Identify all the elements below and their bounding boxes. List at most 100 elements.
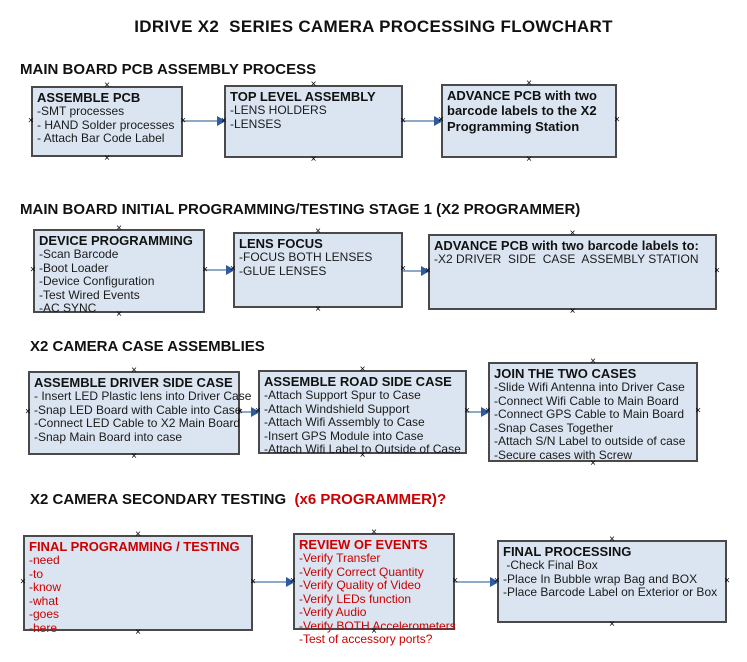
connector-handle-icon [526,81,532,87]
connector-handle-icon [230,266,236,272]
connector-arrow [455,577,499,587]
box-items: -LENS HOLDERS-LENSES [230,104,397,131]
connector-handle-icon [590,359,596,365]
section-heading-secondary-testing: X2 CAMERA SECONDARY TESTING (x6 PROGRAMM… [30,491,446,508]
box-item: -what [29,593,59,608]
connector-handle-icon [570,231,576,237]
connector-handle-icon [20,579,26,585]
box-item: -Attach Support Spur to Case [264,388,421,403]
box-item: -Verify Quality of Video [299,578,421,593]
flow-box-advance-pcb-driver-side-station: ADVANCE PCB with two barcode labels to: … [428,234,717,310]
box-items: -X2 DRIVER SIDE CASE ASSEMBLY STATION [434,253,711,267]
connector-handle-icon [255,408,261,414]
connector-handle-icon [609,537,615,543]
box-item: -GLUE LENSES [239,263,327,278]
box-item: -AC SYNC [39,301,97,316]
box-items: -need-to-know-what-goes-here [29,554,247,635]
connector-handle-icon [250,579,256,585]
box-title: ADVANCE PCB with two barcode labels to: [434,238,699,253]
section-heading-text: MAIN BOARD INITIAL PROGRAMMING/TESTING S… [20,201,581,218]
box-item: -Insert GPS Module into Case [264,428,424,443]
box-items: -Attach Support Spur to Case-Attach Wind… [264,389,461,457]
connector-handle-icon [315,229,321,235]
box-item: -Place In Bubble wrap Bag and BOX [503,571,698,586]
connector-handle-icon [360,367,366,373]
flow-box-join-the-two-cases: JOIN THE TWO CASES -Slide Wifi Antenna i… [488,362,698,462]
box-title: FINAL PROGRAMMING / TESTING [29,539,240,554]
connector-handle-icon [609,622,615,628]
page-title: IDRIVE X2 SERIES CAMERA PROCESSING FLOWC… [134,17,613,36]
connector-handle-icon [371,629,377,635]
connector-handle-icon [131,368,137,374]
box-item: -FOCUS BOTH LENSES [239,250,373,265]
box-item: -know [29,580,62,595]
connector-handle-icon [135,630,141,636]
box-title: REVIEW OF EVENTS [299,537,428,552]
section-heading-text: X2 CAMERA SECONDARY TESTING [30,491,295,508]
box-item: -LENSES [230,116,282,131]
box-item: -Attach Windshield Support [264,401,410,416]
flow-box-assemble-pcb: ASSEMBLE PCB -SMT processes- HAND Solder… [31,86,183,157]
box-item: -Verify Correct Quantity [299,564,424,579]
connector-handle-icon [311,82,317,88]
box-item: -Connect GPS Cable to Main Board [494,407,685,422]
section-heading-pcb-assembly: MAIN BOARD PCB ASSEMBLY PROCESS [20,61,316,78]
connector-handle-icon [180,118,186,124]
box-item: -Snap LED Board with Cable into Case [34,402,242,417]
flow-box-final-processing: FINAL PROCESSING -Check Final Box-Place … [497,540,727,623]
connector-handle-icon [425,268,431,274]
box-title: DEVICE PROGRAMMING [39,233,193,248]
connector-handle-icon [28,118,34,124]
flow-box-assemble-road-side-case: ASSEMBLE ROAD SIDE CASE -Attach Support … [255,367,470,457]
connector-handle-icon [485,408,491,414]
flow-box-final-programming-testing: FINAL PROGRAMMING / TESTING -need-to-kno… [20,535,256,634]
connector-handle-icon [290,578,296,584]
box-item: -Test of accessory ports? [299,632,433,647]
connector-handle-icon [494,578,500,584]
connector-handle-icon [714,268,720,274]
section-heading-text: X2 CAMERA CASE ASSEMBLIES [30,338,265,355]
box-items: -Scan Barcode-Boot Loader-Device Configu… [39,248,199,316]
connector-handle-icon [131,454,137,460]
box-items: -Verify Transfer-Verify Correct Quantity… [299,552,456,647]
box-item: -Connect LED Cable to X2 Main Board [34,416,241,431]
flow-box-top-level-assembly: TOP LEVEL ASSEMBLY -LENS HOLDERS-LENSES [224,85,403,158]
box-item: -X2 DRIVER SIDE CASE ASSEMBLY STATION [434,252,699,267]
box-item: -Scan Barcode [39,247,119,262]
box-item: -Boot Loader [39,260,109,275]
box-title: ASSEMBLE DRIVER SIDE CASE [34,375,233,390]
box-title: ASSEMBLE ROAD SIDE CASE [264,374,452,389]
connector-handle-icon [452,578,458,584]
connector-handle-icon [464,408,470,414]
section-heading-red-text: (x6 PROGRAMMER)? [294,491,447,508]
connector-handle-icon [590,461,596,467]
section-heading-case-assemblies: X2 CAMERA CASE ASSEMBLIES [30,338,265,355]
connector-handle-icon [221,118,227,124]
box-item: -Snap Main Board into case [34,429,183,444]
connector-handle-icon [724,578,730,584]
box-item: -Test Wired Events [39,287,140,302]
box-item: -Attach Wifi Label to Outside of Case [264,442,461,457]
box-title: JOIN THE TWO CASES [494,366,637,381]
flow-box-advance-pcb-programming-station: ADVANCE PCB with two barcode labels to t… [441,84,617,158]
box-item: -Place Barcode Label on Exterior or Box [503,585,718,600]
box-items: - Insert LED Plastic lens into Driver Ca… [34,389,252,444]
box-title: LENS FOCUS [239,236,323,251]
connector-handle-icon [360,453,366,459]
connector-handle-icon [104,156,110,162]
box-items: -Check Final Box-Place In Bubble wrap Ba… [503,559,721,600]
section-heading-text: MAIN BOARD PCB ASSEMBLY PROCESS [20,61,317,78]
connector-handle-icon [526,157,532,163]
box-title: TOP LEVEL ASSEMBLY [230,89,376,104]
box-item: -goes [29,607,60,622]
box-item: -Verify Audio [299,605,367,620]
flow-box-review-of-events: REVIEW OF EVENTS -Verify Transfer-Verify… [290,533,458,646]
box-item: - HAND Solder processes [37,117,175,132]
box-item: - Insert LED Plastic lens into Driver Ca… [34,389,252,404]
box-item: -Verify BOTH Accelerometers [299,618,456,633]
connector-handle-icon [116,312,122,318]
connector-handle-icon [695,408,701,414]
connector-handle-icon [104,83,110,89]
box-item: -to [29,566,44,581]
